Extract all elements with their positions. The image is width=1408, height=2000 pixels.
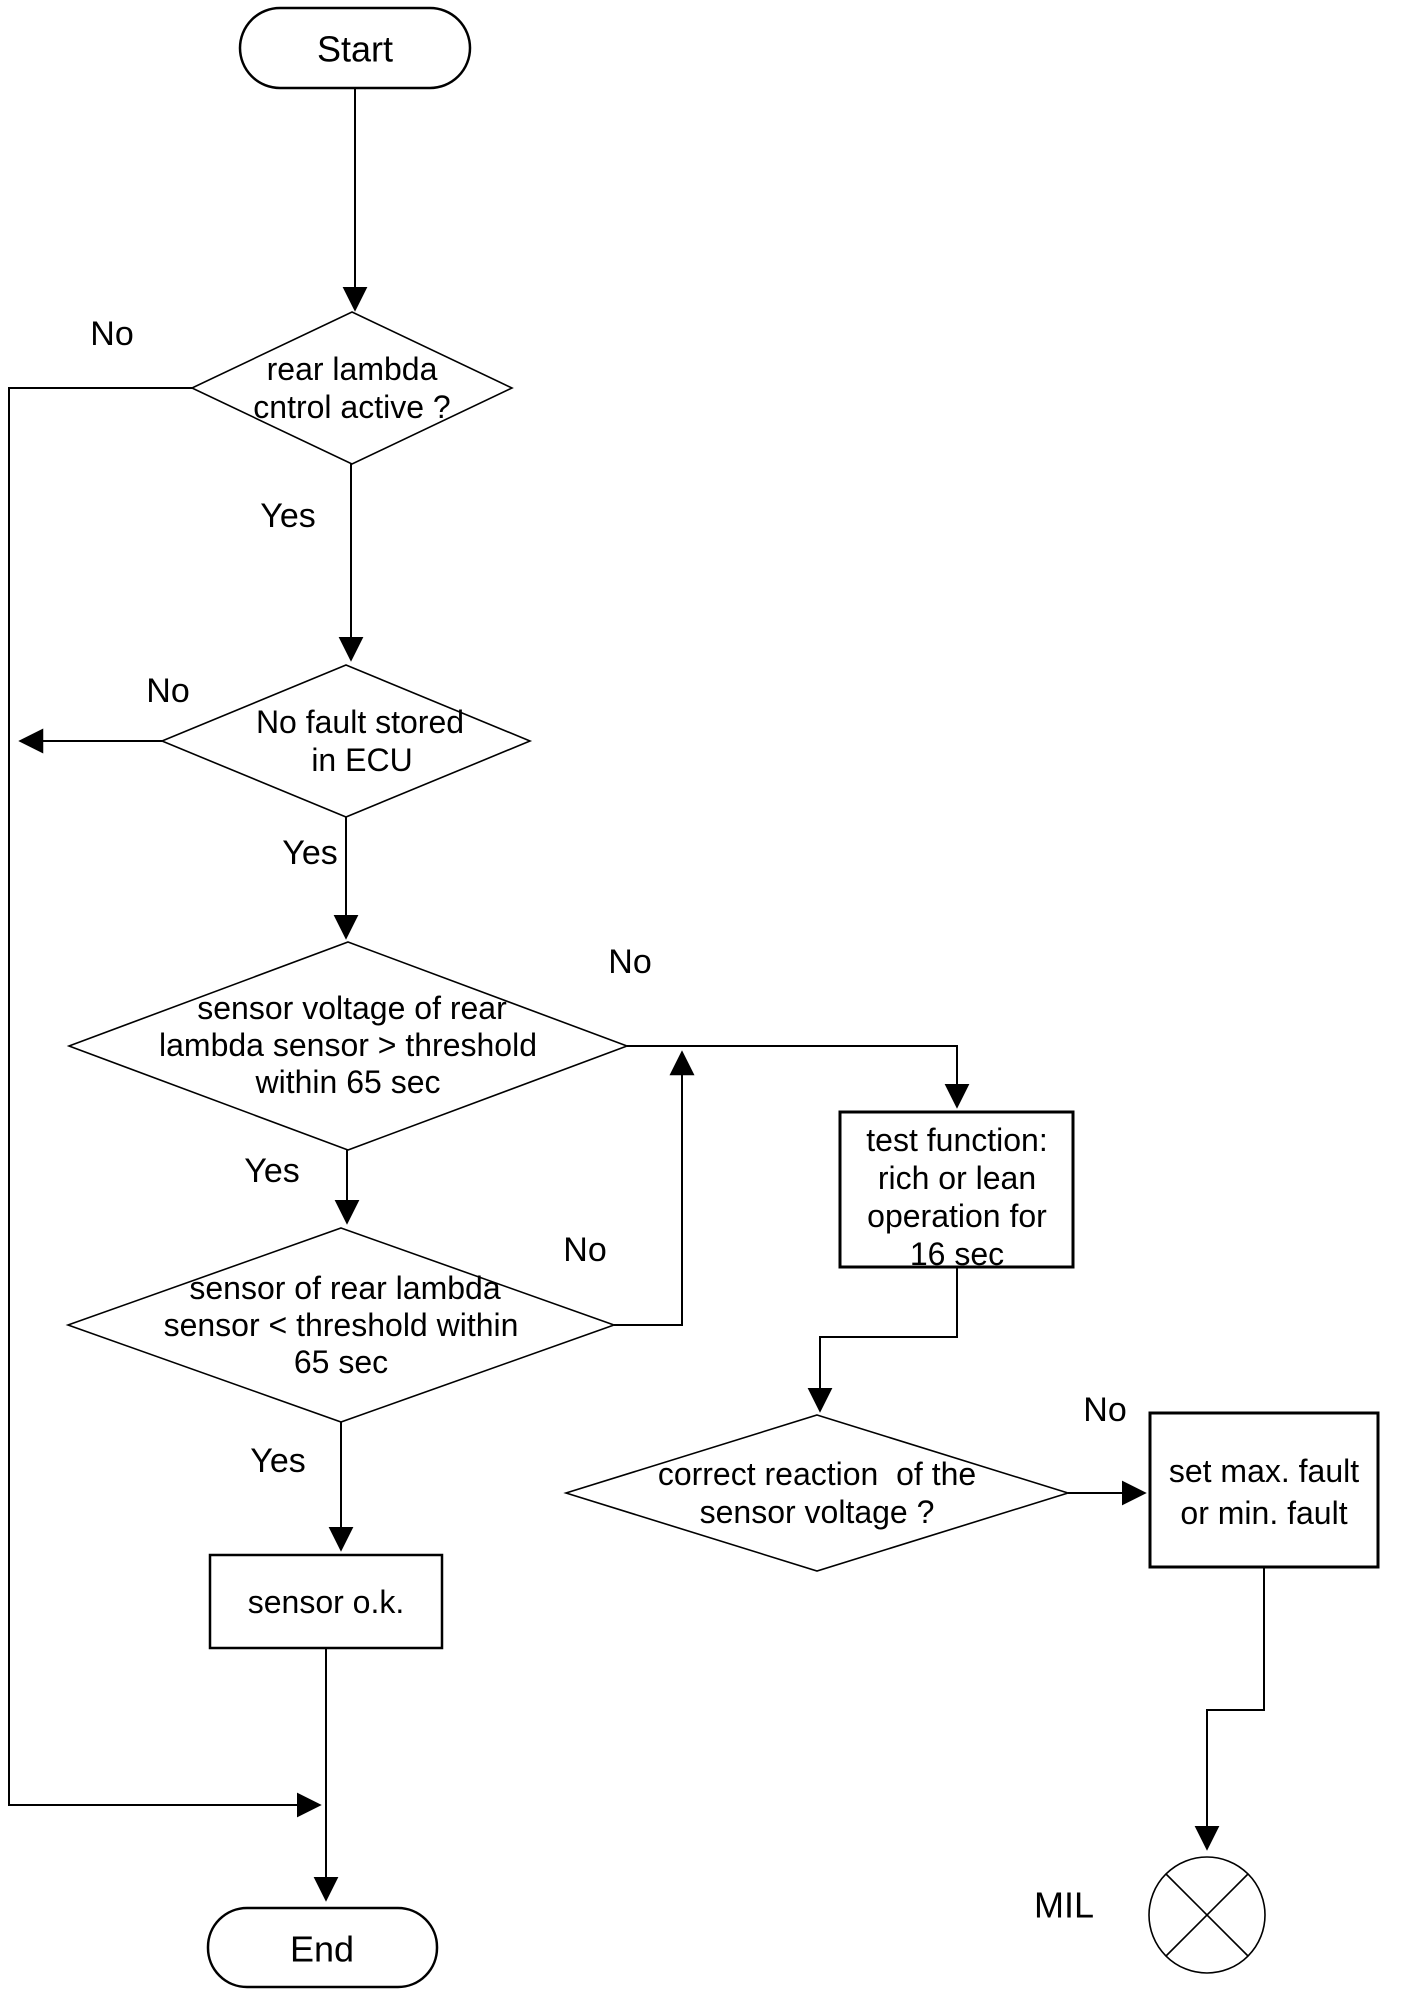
- process-test-function: [838, 1110, 1075, 1269]
- decision-rear-lambda-control: [190, 311, 514, 465]
- decision3-line1: sensor voltage of rear: [197, 990, 507, 1026]
- label-no-decision1: No: [90, 315, 133, 353]
- process-sensor-ok: [208, 1553, 444, 1650]
- start-label: Start: [317, 29, 393, 70]
- decision4-line1: sensor of rear lambda: [189, 1270, 500, 1306]
- edge-decision1-no-loop: [8, 387, 322, 1818]
- setfault-line2: or min. fault: [1180, 1495, 1347, 1531]
- decision3-line3: within 65 sec: [255, 1064, 441, 1100]
- end-label: End: [290, 1929, 354, 1970]
- setfault-line1: set max. fault: [1169, 1453, 1359, 1489]
- testfunction-line1: test function:: [866, 1122, 1047, 1158]
- mil-lamp-icon: [1148, 1856, 1266, 1974]
- decision2-line1: No fault stored: [256, 704, 464, 740]
- edge-decision3-no: [627, 1045, 970, 1109]
- label-no-decision5: No: [1083, 1391, 1126, 1429]
- decision1-line2: cntrol active ?: [253, 389, 450, 425]
- start-terminator: [238, 6, 472, 90]
- decision3-line2: lambda sensor > threshold: [159, 1027, 537, 1063]
- decision-sensor-voltage-gt-threshold: [66, 941, 630, 1151]
- decision5-line2: sensor voltage ?: [700, 1494, 935, 1530]
- label-no-decision4: No: [563, 1231, 606, 1269]
- label-yes-decision2: Yes: [282, 834, 337, 872]
- decision-correct-reaction: [563, 1414, 1071, 1572]
- mil-label: MIL: [1034, 1885, 1094, 1926]
- edge-decision4-no: [614, 1050, 695, 1326]
- end-terminator: [206, 1906, 439, 1989]
- decision4-line2: sensor < threshold within: [164, 1307, 519, 1343]
- decision-sensor-lt-threshold: [65, 1227, 617, 1423]
- label-yes-decision1: Yes: [260, 497, 315, 535]
- testfunction-line2: rich or lean: [878, 1160, 1036, 1196]
- testfunction-line3: operation for: [867, 1198, 1047, 1234]
- decision4-line3: 65 sec: [294, 1344, 388, 1380]
- edge-setfault-to-mil: [1194, 1567, 1265, 1851]
- label-no-decision2: No: [146, 672, 189, 710]
- decision-no-fault-stored: [159, 664, 533, 818]
- label-no-decision3: No: [608, 943, 651, 981]
- decision5-line1: correct reaction of the: [658, 1456, 976, 1492]
- label-yes-decision3: Yes: [244, 1152, 299, 1190]
- decision1-line1: rear lambda: [267, 351, 438, 387]
- label-yes-decision4: Yes: [250, 1442, 305, 1480]
- testfunction-line4: 16 sec: [910, 1236, 1004, 1272]
- edge-testfunction-to-decision5: [807, 1267, 958, 1413]
- process-set-fault: [1148, 1411, 1380, 1569]
- sensorok-label: sensor o.k.: [248, 1584, 405, 1620]
- decision2-line2: in ECU: [311, 742, 412, 778]
